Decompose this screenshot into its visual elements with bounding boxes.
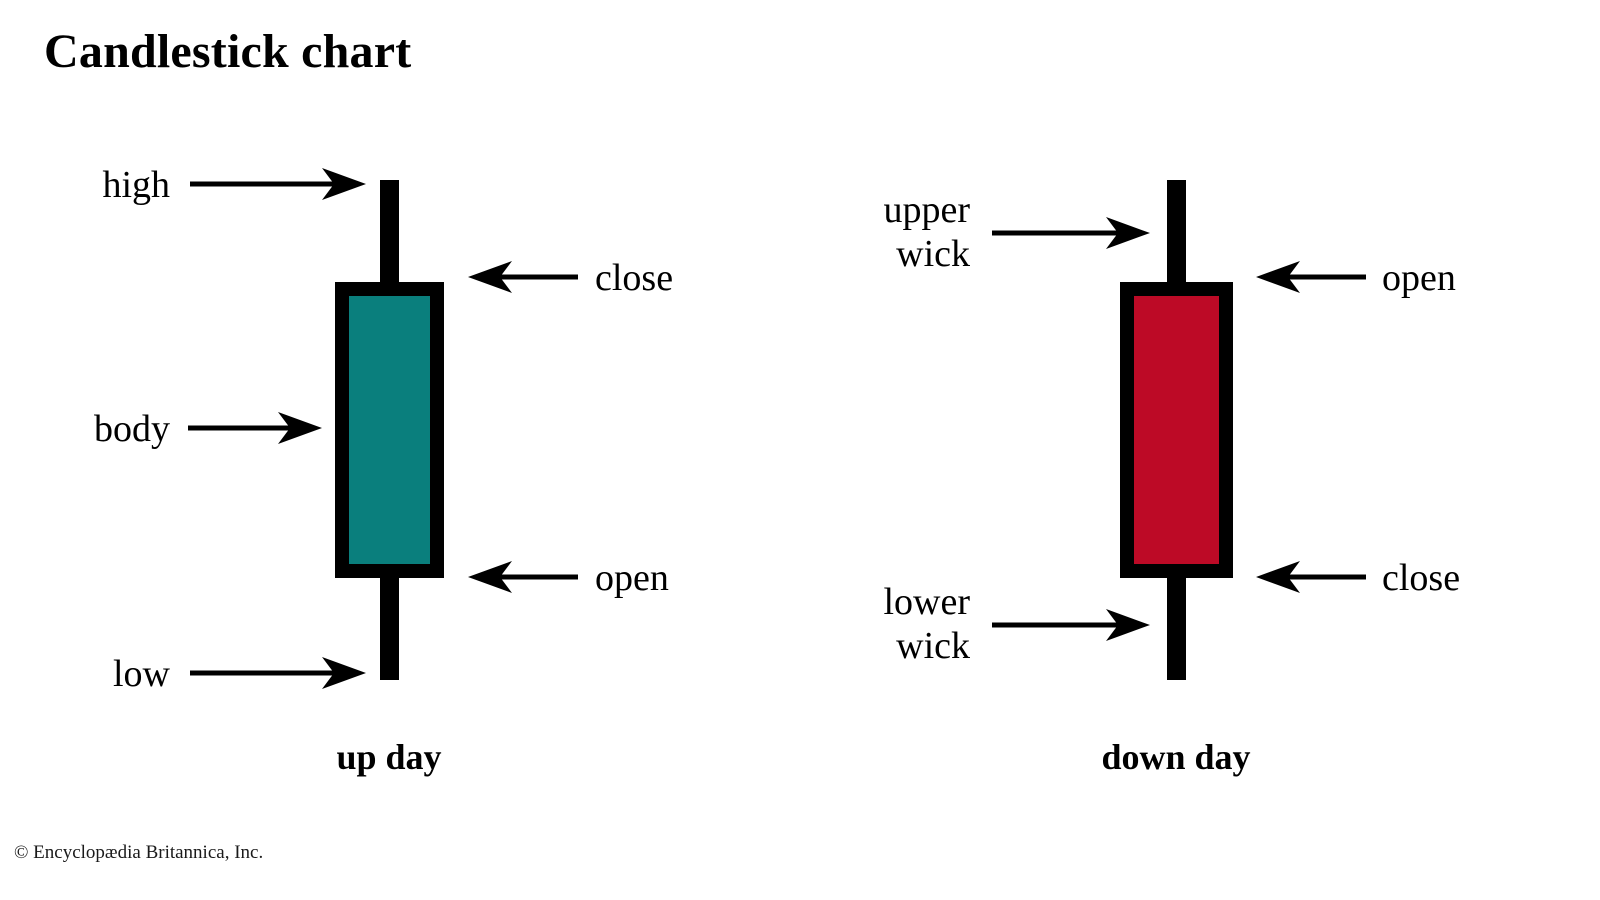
caption-up-day: up day <box>336 737 442 777</box>
copyright-credit: © Encyclopædia Britannica, Inc. <box>14 842 264 863</box>
label-upper-wick: upper wick <box>883 189 970 276</box>
label-open-down: open <box>1382 257 1456 299</box>
arrow-high <box>190 168 366 200</box>
label-close-down: close <box>1382 557 1461 599</box>
down-candle-body-fill <box>1134 296 1219 564</box>
up-candle-body <box>335 282 444 578</box>
up-candle-lower-wick <box>380 568 399 680</box>
arrow-open-down <box>1256 261 1366 293</box>
label-low: low <box>113 653 170 695</box>
label-open-up: open <box>595 557 669 599</box>
down-candle-body <box>1120 282 1233 578</box>
label-high: high <box>102 164 170 206</box>
down-candle-lower-wick <box>1167 568 1186 680</box>
arrow-low <box>190 657 366 689</box>
label-body: body <box>94 408 170 450</box>
arrow-body <box>188 412 322 444</box>
up-candle-body-fill <box>349 296 430 564</box>
page-title: Candlestick chart <box>44 25 412 78</box>
arrow-upper-wick <box>992 217 1150 249</box>
down-candle-upper-wick <box>1167 180 1186 292</box>
up-candle-upper-wick <box>380 180 399 292</box>
arrow-close-up <box>468 261 578 293</box>
arrow-open-up <box>468 561 578 593</box>
arrow-lower-wick <box>992 609 1150 641</box>
label-close-up: close <box>595 257 674 299</box>
arrow-close-down <box>1256 561 1366 593</box>
caption-down-day: down day <box>1101 737 1251 777</box>
label-lower-wick: lower wick <box>883 581 970 668</box>
